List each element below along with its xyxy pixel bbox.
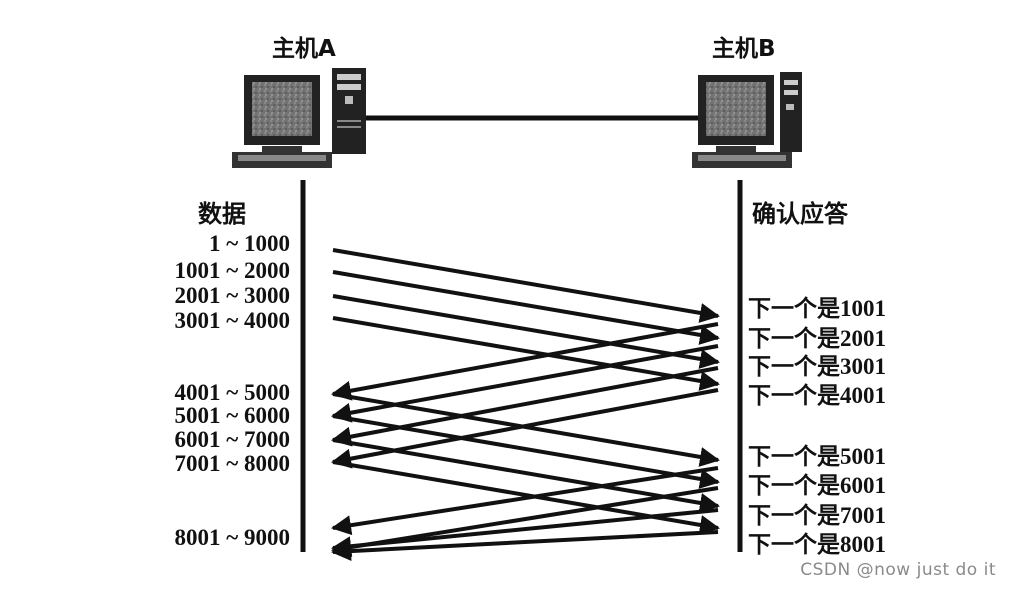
ack-arrow	[331, 530, 719, 562]
host-a-computer-icon	[232, 68, 366, 168]
ack-arrow	[331, 366, 719, 447]
data-segment-label: 8001 ~ 9000	[174, 525, 290, 550]
data-segment-arrow	[332, 248, 720, 323]
ack-label: 下一个是6001	[748, 473, 886, 498]
ack-label: 下一个是7001	[748, 503, 886, 528]
host-a-label: 主机A	[272, 36, 336, 62]
data-segment-label: 3001 ~ 4000	[174, 308, 290, 333]
ack-arrow	[331, 388, 719, 469]
data-segment-label: 2001 ~ 3000	[174, 283, 290, 308]
data-segment-arrow	[332, 294, 720, 369]
data-segment-label: 7001 ~ 8000	[174, 451, 290, 476]
ack-arrow	[331, 508, 719, 557]
ack-header: 确认应答	[752, 200, 848, 228]
ack-label: 下一个是5001	[748, 444, 886, 469]
ack-arrow	[331, 344, 719, 423]
data-segment-arrow	[332, 270, 720, 345]
data-segment-label: 1 ~ 1000	[209, 231, 290, 256]
host-b-label: 主机B	[712, 36, 776, 62]
data-segment-label: 6001 ~ 7000	[174, 427, 290, 452]
ack-arrow	[331, 466, 719, 536]
ack-label: 下一个是1001	[748, 296, 886, 321]
segment-arrows	[331, 248, 720, 562]
watermark: CSDN @now just do it	[800, 560, 996, 580]
data-segment-arrow	[332, 316, 720, 391]
ack-label: 下一个是8001	[748, 532, 886, 557]
ack-arrow	[331, 322, 719, 401]
data-segment-label: 1001 ~ 2000	[174, 258, 290, 283]
data-segment-label: 4001 ~ 5000	[174, 380, 290, 405]
data-header: 数据	[198, 200, 246, 228]
ack-label: 下一个是2001	[748, 326, 886, 351]
ack-label: 下一个是3001	[748, 354, 886, 379]
ack-label: 下一个是4001	[748, 383, 886, 408]
data-segment-label: 5001 ~ 6000	[174, 403, 290, 428]
